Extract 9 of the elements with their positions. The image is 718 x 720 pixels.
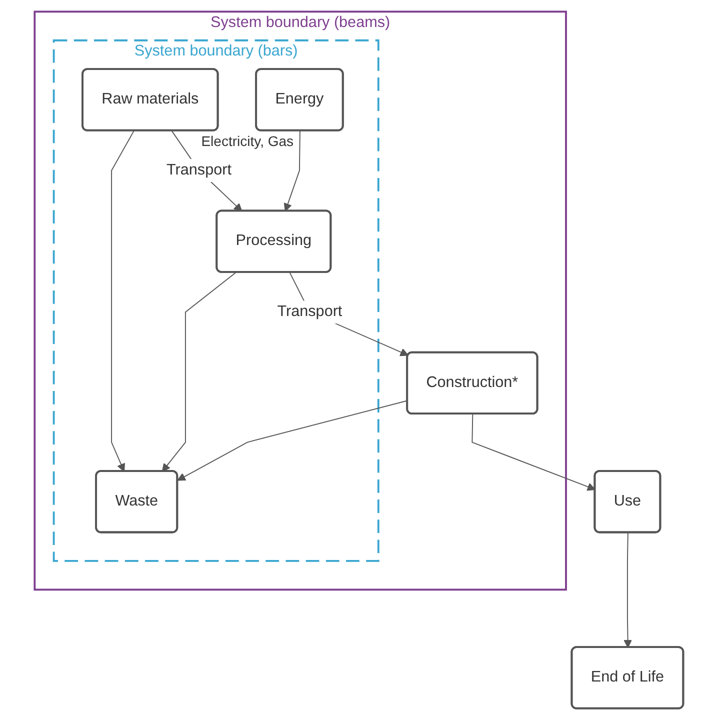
node-caption: Electricity, Gas xyxy=(201,133,294,150)
arrow xyxy=(177,400,408,481)
edge-label: Transport xyxy=(277,304,342,320)
arrow xyxy=(162,272,237,472)
edge-label: Transport xyxy=(166,162,232,178)
arrow xyxy=(472,414,596,491)
arrow xyxy=(111,130,134,472)
arrow xyxy=(284,130,300,212)
arrow xyxy=(624,532,632,648)
